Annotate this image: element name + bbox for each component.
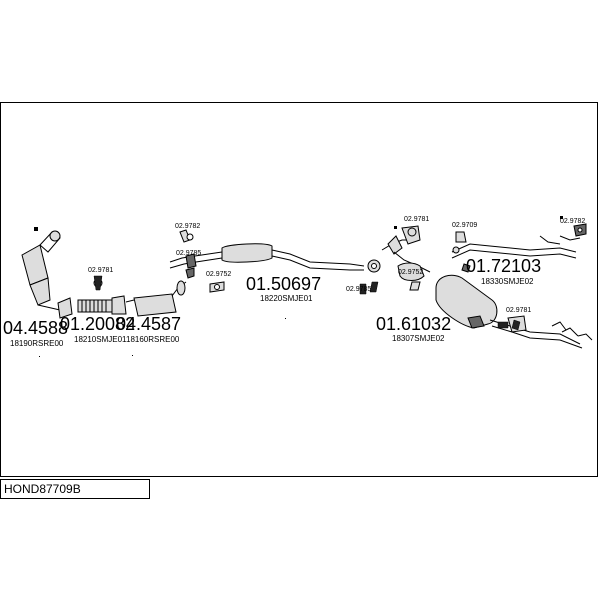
drawing-code: HOND87709B	[4, 482, 81, 496]
drawing-code-box: HOND87709B	[0, 479, 150, 499]
part-number-label: 01.50697	[246, 274, 321, 294]
part-number-label: 04.4587	[116, 314, 181, 334]
part-number-label: 01.20082	[60, 314, 135, 334]
flange-icon	[49, 230, 61, 242]
part-reference-label: 18330SMJE02	[481, 277, 534, 286]
part-number-label: 01.72103	[466, 256, 541, 276]
accessory-label: 02.9782	[175, 223, 200, 230]
accessory-label: 02.9752	[206, 271, 231, 278]
hangers-centre	[179, 229, 379, 295]
accessory-label: 02.9785	[176, 250, 201, 257]
flex-pipe	[77, 275, 127, 315]
accessory-label: 02.9781	[506, 307, 531, 314]
part-number-label: 04.4588	[3, 318, 68, 338]
tail-pipe	[451, 223, 587, 331]
accessory-label: 02.9785	[346, 286, 371, 293]
rear-silencer	[381, 225, 593, 349]
front-pipe-2	[125, 280, 187, 317]
part-number-label: 01.61032	[376, 314, 451, 334]
accessory-label: 02.9709	[452, 222, 477, 229]
middle-silencer	[169, 243, 381, 273]
accessory-label: 02.9781	[404, 216, 429, 223]
accessory-label: 02.9781	[88, 267, 113, 274]
diagram-frame	[0, 102, 598, 477]
part-reference-label: 18220SMJE01	[260, 294, 313, 303]
accessory-label: 02.9782	[560, 218, 585, 225]
part-reference-label: 18307SMJE02	[392, 334, 445, 343]
part-reference-label: 18160RSRE00	[126, 335, 180, 344]
part-reference-label: 18190RSRE00	[10, 339, 64, 348]
accessory-label: 02.9752	[398, 269, 423, 276]
catalytic-converter	[21, 227, 73, 319]
part-reference-label: 18210SMJE01	[74, 335, 127, 344]
